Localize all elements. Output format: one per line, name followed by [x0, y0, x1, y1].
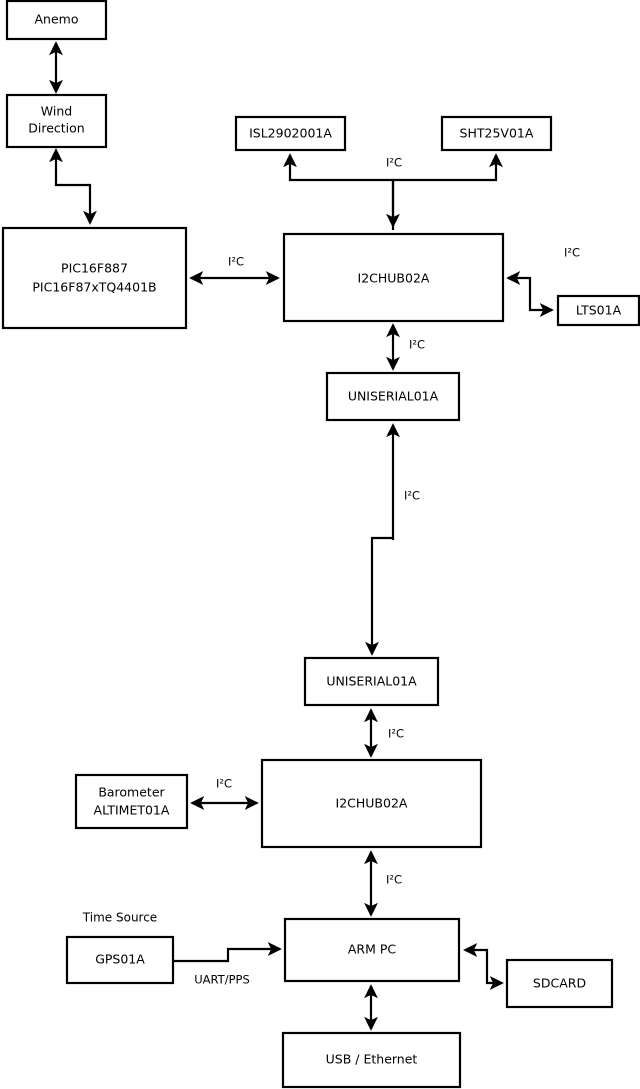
edge-label-i2c-hub-lts: I²C: [564, 246, 580, 260]
node-sdcard[interactable]: SDCARD: [505, 958, 614, 1009]
node-lts01a[interactable]: LTS01A: [556, 294, 640, 327]
node-arm-pc-box[interactable]: [283, 917, 461, 983]
node-uniserial01a-bottom-label: UNISERIAL01A: [326, 674, 417, 689]
edge-armpc-sdcard: [463, 943, 504, 990]
node-pic-box[interactable]: [1, 226, 188, 330]
edge-barometer-hubbot: I²C: [190, 777, 259, 810]
node-uniserial01a-bottom[interactable]: UNISERIAL01A: [303, 656, 440, 707]
node-isl2902001a-box[interactable]: [234, 115, 347, 152]
edge-uniserialbot-hubbot: I²C: [364, 708, 404, 758]
node-i2chub02a-top-label: I2CHUB02A: [358, 271, 430, 286]
node-gps01a-label: GPS01A: [95, 952, 145, 967]
edge-hubbot-armpc: I²C: [364, 850, 402, 917]
node-wind-direction-label-line2: Direction: [28, 121, 84, 136]
edge-uniserial-uniserial: I²C: [365, 423, 420, 656]
node-barometer-box[interactable]: [74, 773, 189, 830]
node-arm-pc[interactable]: ARM PC: [283, 917, 461, 983]
node-uniserial01a-top[interactable]: UNISERIAL01A: [325, 371, 461, 422]
node-i2chub02a-bottom-box[interactable]: [260, 758, 483, 849]
edge-gps-armpc: UART/PPS: [173, 942, 282, 987]
edge-label-i2c-uniserial-link: I²C: [404, 489, 420, 503]
edge-label-i2c-hub-armpc: I²C: [386, 873, 402, 887]
edge-label-i2c-hub-uniserial: I²C: [409, 338, 425, 352]
node-isl2902001a-label: ISL2902001A: [249, 126, 332, 141]
edge-label-i2c-barometer: I²C: [216, 777, 232, 791]
node-usb-ethernet[interactable]: USB / Ethernet: [281, 1031, 462, 1089]
node-wind-direction[interactable]: Wind Direction: [5, 93, 108, 149]
node-i2chub02a-bottom-label: I2CHUB02A: [336, 796, 408, 811]
node-wind-direction-box[interactable]: [5, 93, 108, 149]
node-sht25v01a[interactable]: SHT25V01A: [440, 115, 553, 152]
edge-hubtop-uniserial: I²C: [386, 323, 425, 371]
node-pic-label-line1: PIC16F887: [61, 261, 128, 276]
edge-label-uart-pps: UART/PPS: [194, 973, 250, 987]
node-anemo[interactable]: Anemo: [5, 0, 108, 41]
node-gps01a[interactable]: GPS01A: [65, 935, 175, 985]
node-lts01a-box[interactable]: [556, 294, 640, 327]
edge-hubtop-sensors: I²C: [283, 153, 503, 230]
node-usb-ethernet-box[interactable]: [281, 1031, 462, 1089]
node-usb-ethernet-label: USB / Ethernet: [326, 1052, 418, 1067]
node-sdcard-label: SDCARD: [533, 976, 586, 991]
node-sht25v01a-box[interactable]: [440, 115, 553, 152]
node-i2chub02a-top[interactable]: I2CHUB02A: [282, 232, 505, 323]
edge-label-i2c-pic-hub: I²C: [228, 255, 244, 269]
node-barometer-label-line2: ALTIMET01A: [94, 803, 170, 818]
edge-pic-hubtop: I²C: [189, 255, 280, 285]
node-wind-direction-label-line1: Wind: [41, 104, 72, 119]
time-source-label: Time Source: [82, 911, 157, 925]
node-uniserial01a-top-label: UNISERIAL01A: [348, 389, 439, 404]
node-barometer[interactable]: Barometer ALTIMET01A: [74, 773, 189, 830]
node-uniserial01a-top-box[interactable]: [325, 371, 461, 422]
node-uniserial01a-bottom-box[interactable]: [303, 656, 440, 707]
node-isl2902001a[interactable]: ISL2902001A: [234, 115, 347, 152]
node-i2chub02a-top-box[interactable]: [282, 232, 505, 323]
node-lts01a-label: LTS01A: [576, 303, 622, 318]
node-sht25v01a-label: SHT25V01A: [460, 126, 534, 141]
node-gps01a-box[interactable]: [65, 935, 175, 985]
node-i2chub02a-bottom[interactable]: I2CHUB02A: [260, 758, 483, 849]
edge-pic-wind: [49, 148, 97, 225]
node-pic-label-line2: PIC16F87xTQ4401B: [32, 280, 156, 295]
node-anemo-label: Anemo: [35, 12, 79, 27]
node-arm-pc-label: ARM PC: [348, 942, 397, 957]
node-barometer-label-line1: Barometer: [98, 785, 165, 800]
edge-label-i2c-hub-sensors: I²C: [386, 156, 402, 170]
edge-hubtop-lts: I²C: [506, 246, 580, 317]
node-anemo-box[interactable]: [5, 0, 108, 41]
edge-label-i2c-uniserial-hub: I²C: [388, 727, 404, 741]
node-sdcard-box[interactable]: [505, 958, 614, 1009]
node-pic[interactable]: PIC16F887 PIC16F87xTQ4401B: [1, 226, 188, 330]
